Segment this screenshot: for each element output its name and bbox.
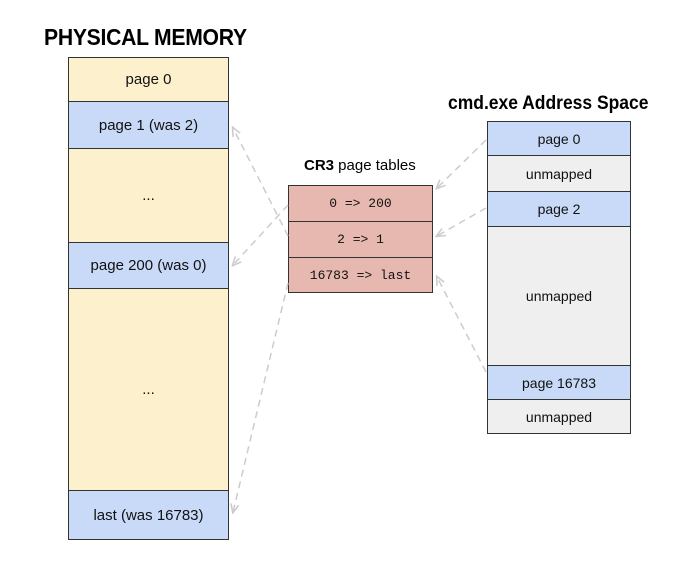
arrow-addr-page2-to-entry2 [437, 207, 487, 236]
phys-cell-page-0: page 0 [68, 57, 229, 102]
page-tables-label: page tables [334, 157, 416, 174]
arrow-entry2-to-page1 [233, 128, 289, 237]
phys-cell-ellipsis-2: ... [68, 288, 229, 491]
phys-cell-page-1: page 1 (was 2) [68, 101, 229, 149]
page-tables-title: CR3 page tables [304, 157, 416, 174]
addr-cell-page-0: page 0 [487, 121, 631, 156]
addr-cell-unmapped-3: unmapped [487, 399, 631, 434]
addr-cell-unmapped-2: unmapped [487, 226, 631, 366]
arrow-addr-page0-to-entry0 [437, 139, 487, 188]
phys-cell-page-200: page 200 (was 0) [68, 242, 229, 289]
arrow-entry16783-to-last [233, 282, 289, 512]
phys-cell-ellipsis-1: ... [68, 148, 229, 243]
phys-cell-last: last (was 16783) [68, 490, 229, 540]
physical-memory-title: PHYSICAL MEMORY [44, 24, 247, 50]
page-table-entry-16783: 16783 => last [288, 257, 433, 293]
arrow-entry0-to-page200 [233, 204, 289, 265]
addr-cell-page-16783: page 16783 [487, 365, 631, 400]
page-table-entry-2: 2 => 1 [288, 221, 433, 258]
page-table-entry-0: 0 => 200 [288, 185, 433, 222]
cr3-label: CR3 [304, 157, 335, 174]
arrow-addr-page16783-to-entry16783 [437, 277, 487, 373]
addr-cell-unmapped-1: unmapped [487, 155, 631, 192]
address-space-title: cmd.exe Address Space [448, 93, 649, 114]
